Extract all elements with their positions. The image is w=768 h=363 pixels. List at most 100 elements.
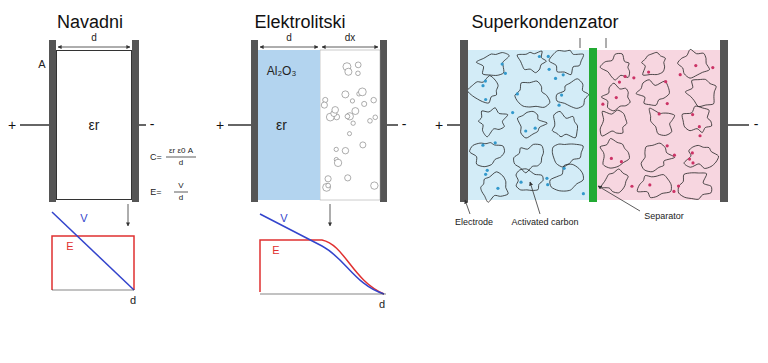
- carbon-grain: [479, 108, 508, 137]
- carbon-grain: [549, 50, 584, 74]
- formula: V: [178, 182, 183, 190]
- axis-label: d: [379, 299, 385, 310]
- ion: [560, 93, 563, 96]
- carbon-grain: [556, 79, 588, 109]
- carbon-grain: [517, 51, 546, 73]
- fraction-bar: [174, 192, 188, 193]
- ion: [694, 64, 697, 67]
- ion: [557, 104, 560, 107]
- carbon-grain: [642, 52, 666, 75]
- ion: [698, 125, 701, 128]
- dimension-arrow: [322, 47, 378, 48]
- ion: [554, 77, 557, 80]
- polarity-sign: -: [402, 117, 407, 131]
- bubble: [326, 183, 331, 188]
- separator: [589, 48, 597, 202]
- dimension-arrow: [58, 47, 130, 48]
- ion: [688, 157, 691, 160]
- voltage-curve: [52, 212, 134, 290]
- part-label: Separator: [644, 212, 684, 221]
- bubble: [350, 99, 354, 103]
- ion: [486, 169, 489, 172]
- polarity-sign: -: [754, 117, 759, 131]
- curve-label: E: [66, 241, 73, 252]
- electrolyte-region: [468, 50, 590, 200]
- lead-wire: [139, 124, 146, 126]
- tick-mark: [606, 38, 607, 48]
- plate: [132, 40, 139, 202]
- pointer-arrow: [330, 204, 331, 226]
- oxide-layer: Al₂O₃εr: [258, 50, 320, 200]
- ion: [548, 68, 551, 71]
- material-label: Al₂O₃: [267, 65, 297, 77]
- ion: [547, 55, 550, 58]
- ion: [516, 92, 519, 95]
- electrolyte-region: [596, 50, 720, 200]
- ion: [698, 134, 701, 137]
- bubble: [360, 142, 366, 148]
- carbon-grain: [517, 111, 547, 138]
- bubble: [332, 107, 339, 114]
- ion: [624, 75, 627, 78]
- tick-mark: [580, 38, 581, 48]
- fraction-bar: [166, 157, 196, 158]
- bubble: [342, 147, 348, 153]
- bubble: [356, 71, 361, 76]
- ion: [484, 98, 487, 101]
- part-label: Activated carbon: [511, 218, 578, 227]
- permittivity-label: εr: [89, 118, 100, 132]
- axis: [260, 294, 386, 295]
- ion: [582, 192, 585, 195]
- bubble: [371, 182, 378, 189]
- carbon-grain: [476, 53, 509, 76]
- bubble: [321, 102, 327, 108]
- carbon-grain: [641, 143, 674, 172]
- bubble: [351, 121, 355, 125]
- leader-line: [598, 186, 640, 211]
- ion: [563, 167, 566, 170]
- ion: [673, 154, 676, 157]
- plate: [380, 40, 387, 202]
- bubble: [334, 147, 338, 151]
- carbon-grain: [601, 169, 628, 193]
- ion: [615, 96, 618, 99]
- ion: [666, 102, 669, 105]
- bubble: [347, 132, 351, 136]
- ion: [504, 72, 507, 75]
- bubble: [373, 115, 378, 120]
- carbon-grain: [601, 83, 630, 111]
- dimension-label: d: [286, 33, 292, 43]
- bubble: [345, 175, 351, 181]
- ion: [481, 144, 484, 147]
- carbon-grain: [600, 139, 629, 169]
- ion: [562, 73, 565, 76]
- carbon-grain: [550, 164, 584, 191]
- ion: [618, 80, 621, 83]
- ion: [610, 157, 613, 160]
- polarity-sign: +: [8, 118, 16, 132]
- ion: [601, 103, 604, 106]
- ion: [666, 144, 669, 147]
- title: Navadni: [57, 13, 123, 31]
- ion: [484, 79, 487, 82]
- field-curve: [260, 240, 384, 294]
- carbon-grain: [515, 81, 550, 107]
- carbon-grain: [467, 76, 498, 104]
- voltage-curve: [260, 214, 384, 294]
- formula: εr ε0 A: [169, 147, 193, 155]
- ion: [519, 181, 522, 184]
- ion: [672, 190, 675, 193]
- carbon-grain: [684, 145, 718, 168]
- carbon-grain: [600, 53, 629, 80]
- ion: [538, 55, 541, 58]
- bubble: [371, 97, 377, 103]
- ion: [496, 187, 499, 190]
- electrode: [460, 40, 468, 202]
- polarity-sign: +: [435, 118, 443, 132]
- dimension-arrow: [260, 47, 318, 48]
- ion: [620, 160, 623, 163]
- lead-wire: [728, 124, 749, 126]
- lead-wire: [20, 124, 49, 126]
- plate: [49, 40, 56, 202]
- ion: [691, 151, 694, 154]
